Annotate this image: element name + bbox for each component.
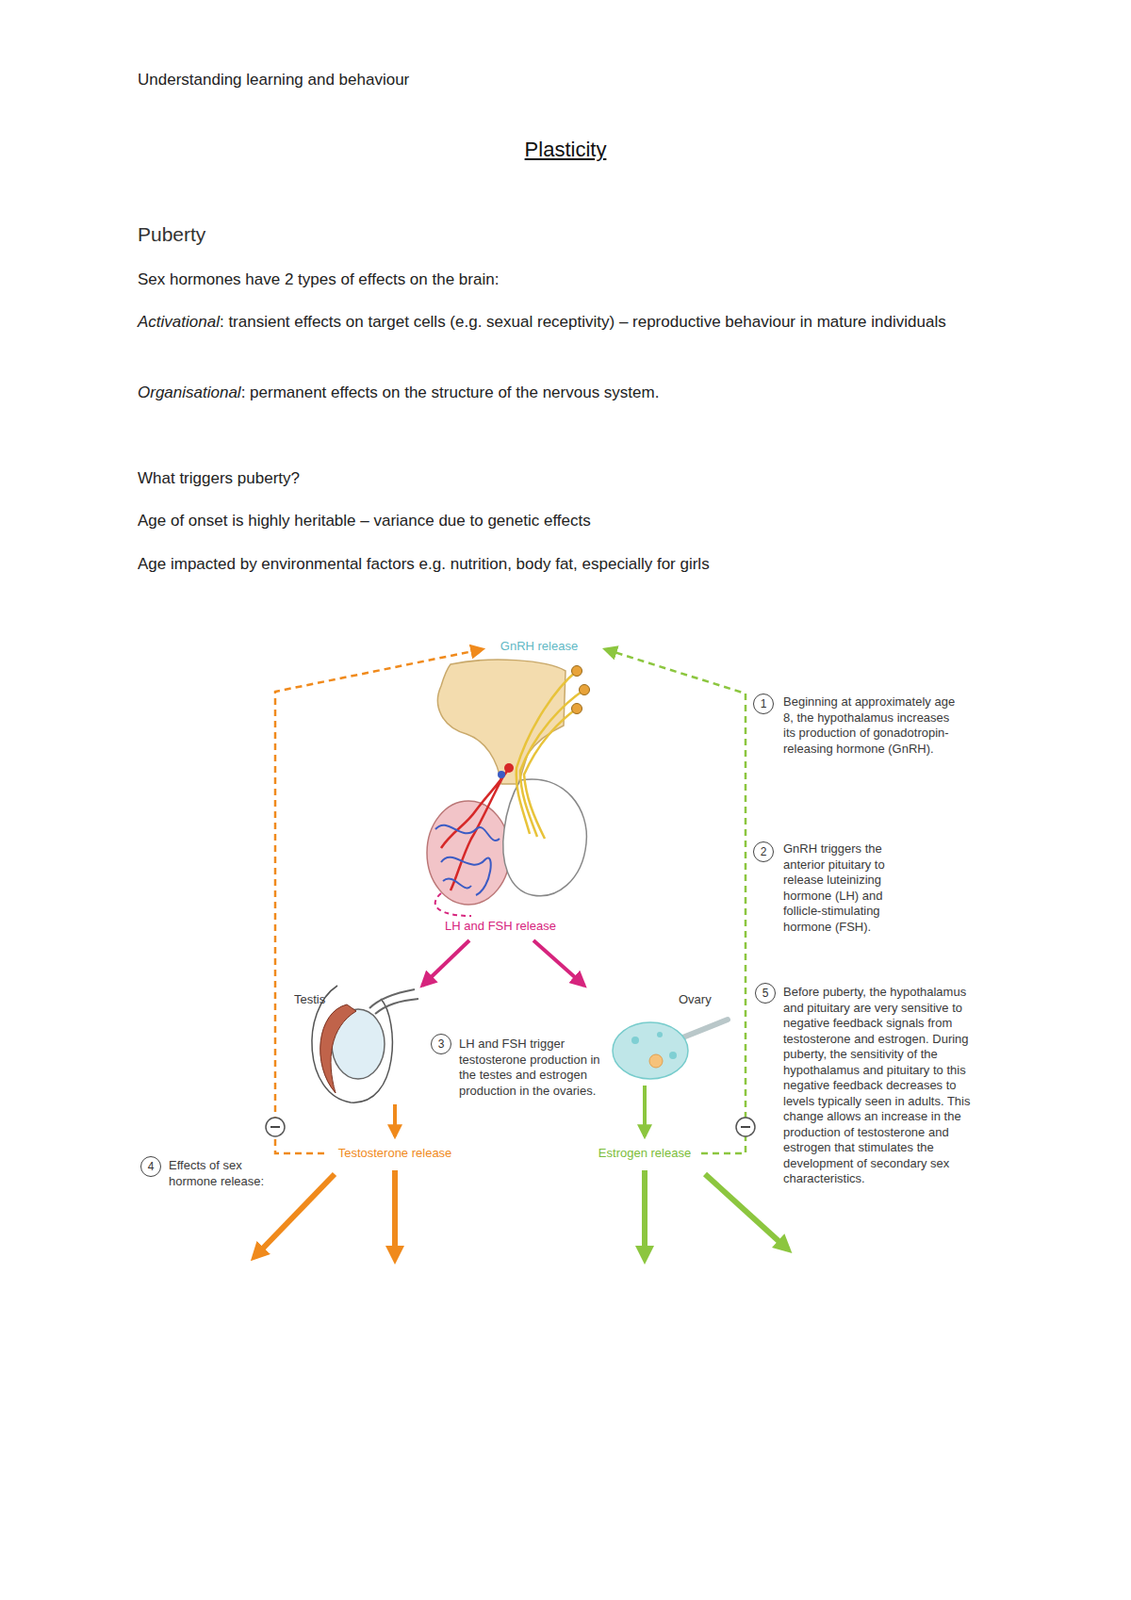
part-label: Testis xyxy=(294,992,326,1009)
blue-vessels xyxy=(435,825,500,896)
neuron-cell xyxy=(572,666,583,677)
neuron-axons xyxy=(516,671,585,839)
hormone-label: Estrogen release xyxy=(598,1146,691,1163)
hypothalamus xyxy=(437,659,566,785)
callout-text: Beginning at approximately age 8, the hy… xyxy=(783,694,958,757)
arrow-layer xyxy=(254,649,788,1260)
neuron-cell xyxy=(579,685,591,696)
callout-text: GnRH triggers the anterior pituitary to … xyxy=(783,841,916,935)
hormone-label: GnRH release xyxy=(500,639,578,656)
ovarian-ligament xyxy=(680,1019,728,1039)
hormone-label: Testosterone release xyxy=(338,1146,453,1163)
vessel-knot xyxy=(497,770,506,779)
inhibition-circle xyxy=(265,1117,285,1137)
callout-number: 2 xyxy=(760,845,768,859)
release-curve xyxy=(435,893,472,917)
callout-circle: 2 xyxy=(753,841,774,863)
body-text: What triggers puberty? xyxy=(137,464,986,492)
body-text: Organisational: permanent effects on the… xyxy=(137,378,986,407)
body-text: Sex hormones have 2 types of effects on … xyxy=(137,265,986,294)
vessel-knot xyxy=(504,763,514,773)
section-heading: Puberty xyxy=(137,222,206,247)
callout-text: LH and FSH trigger testosterone producti… xyxy=(458,1036,610,1099)
follicle xyxy=(656,1032,663,1038)
effect-arrow xyxy=(254,1174,335,1258)
follicle xyxy=(649,1054,663,1068)
inhibition-circle xyxy=(736,1117,755,1137)
follicle xyxy=(669,1051,677,1060)
release-arrow xyxy=(422,940,470,986)
hormone-label: LH and FSH release xyxy=(444,918,557,935)
effect-arrow xyxy=(704,1174,788,1250)
minus-sign xyxy=(740,1126,751,1129)
callout-circle: 1 xyxy=(753,693,774,715)
epididymis xyxy=(320,1004,357,1094)
body-text: Age of onset is highly heritable – varia… xyxy=(137,507,986,535)
anterior-pituitary xyxy=(426,801,510,905)
release-arrow xyxy=(393,1104,397,1137)
inhibition-symbols xyxy=(265,1117,755,1137)
hypothalamus-pituitary xyxy=(426,659,591,917)
callout-number: 1 xyxy=(760,697,768,711)
ovary xyxy=(612,1022,689,1080)
running-header: Understanding learning and behaviour xyxy=(137,69,410,91)
page-title: Plasticity xyxy=(524,137,607,162)
body-text: Age impacted by environmental factors e.… xyxy=(137,550,986,578)
callout-number: 4 xyxy=(147,1160,155,1174)
release-arrow xyxy=(533,940,585,986)
body-text: Activational: transient effects on targe… xyxy=(137,308,968,336)
minus-sign xyxy=(270,1126,280,1129)
part-label: Ovary xyxy=(678,992,712,1009)
effect-arrow xyxy=(392,1170,398,1260)
effect-arrow xyxy=(641,1170,648,1260)
callout-circle: 5 xyxy=(754,983,776,1004)
release-arrow xyxy=(642,1085,647,1137)
callout-text: Before puberty, the hypothalamus and pit… xyxy=(783,984,977,1188)
callout-circle: 4 xyxy=(140,1156,162,1178)
feedback-line xyxy=(605,649,746,1154)
ovary-figure xyxy=(612,1019,728,1080)
callout-circle: 3 xyxy=(430,1033,452,1055)
follicle xyxy=(631,1036,640,1045)
callout-number: 5 xyxy=(762,986,770,1000)
callout-number: 3 xyxy=(438,1037,445,1051)
neuron-cell xyxy=(572,704,583,715)
vas-deferens xyxy=(369,989,419,1015)
testis-figure xyxy=(311,985,419,1103)
callout-text: Effects of sex hormone release: xyxy=(168,1158,275,1190)
page-title-wrap: Plasticity xyxy=(0,137,1131,163)
